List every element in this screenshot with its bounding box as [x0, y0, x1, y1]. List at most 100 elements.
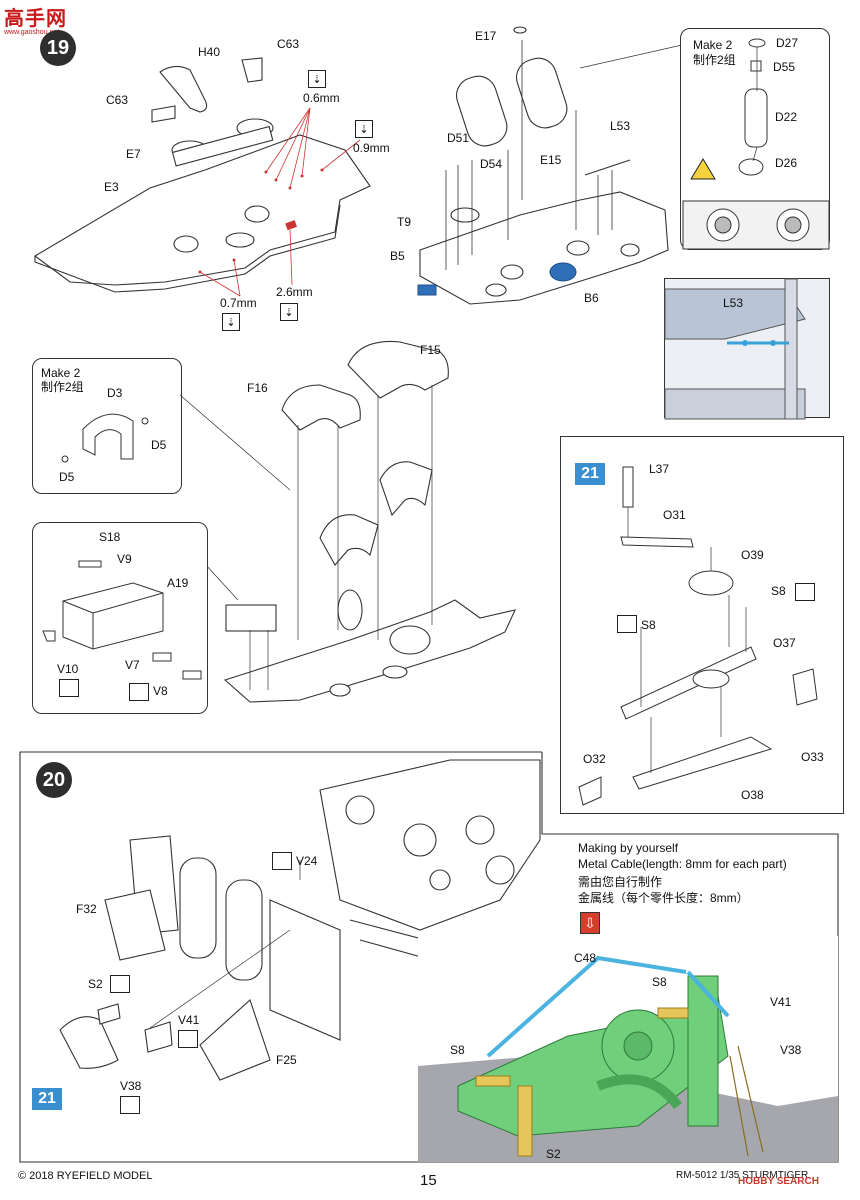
photo-label-s2: S2: [546, 1147, 561, 1161]
cut-icon-s8-left: [617, 615, 637, 633]
site-logo: 高手网 www.gaoshou.net: [4, 2, 70, 36]
make2-detail-box-left: Make 2 制作2组 D3 D5 D5: [32, 358, 182, 494]
photo-label-c48: C48: [574, 951, 597, 965]
engine-deck-assembly-drawing: [59, 759, 541, 1081]
o37-assembly-drawing: [578, 466, 818, 806]
cable-note-line2: Metal Cable(length: 8mm for each part): [578, 857, 787, 871]
cable-note-line3: 需由您自行制作: [578, 875, 663, 889]
cable-note-line1: Making by yourself: [578, 841, 679, 855]
label-d22: D22: [775, 110, 798, 124]
label-f15: F15: [420, 343, 441, 357]
label-v41: V41: [178, 1013, 200, 1027]
footer-watermark: HOBBY SEARCH: [738, 1176, 819, 1187]
cut-icon-s2: [110, 975, 130, 993]
label-d54: D54: [480, 157, 503, 171]
drill-icon-06: ⇣: [308, 70, 326, 88]
cut-icon-v41: [178, 1030, 198, 1048]
step-21-box: 21 L37 O31 O39 S8 S8 O37 O32 O33 O38: [560, 436, 844, 814]
photo-label-s8-left: S8: [450, 1043, 465, 1057]
label-c63-left: C63: [106, 93, 129, 107]
make2-detail-box-top: Make 2 制作2组 D27 D55 D22 D26: [680, 28, 830, 250]
step-19-number: 19: [40, 30, 76, 66]
label-d51: D51: [447, 131, 470, 145]
drill-icon-09: ⇣: [355, 120, 373, 138]
label-d26: D26: [775, 156, 798, 170]
logo-subtext: www.gaoshou.net: [4, 29, 60, 36]
label-l53-inset: L53: [723, 296, 744, 310]
label-o37: O37: [773, 636, 796, 650]
footer-product-code: RM-5012 1/35 STURMTIGER: [676, 1170, 809, 1181]
photo-label-s8-top: S8: [652, 975, 667, 989]
label-d3: D3: [107, 386, 123, 400]
label-e3: E3: [104, 180, 119, 194]
label-l53-main: L53: [610, 119, 631, 133]
label-o38: O38: [741, 788, 764, 802]
label-09mm: 0.9mm: [353, 141, 390, 155]
cut-icon-v8: [129, 683, 149, 701]
cut-icon-v38: [120, 1096, 140, 1114]
make2-title-cn: 制作2组: [693, 53, 736, 67]
cable-warning-icon: ⇩: [580, 912, 600, 934]
right-chassis-assembly-drawing: [417, 26, 683, 305]
cut-icon-s8-right: [795, 583, 815, 601]
make2-left-title: Make 2: [41, 366, 81, 380]
label-o32: O32: [583, 752, 606, 766]
label-f16: F16: [247, 381, 268, 395]
make2-left-title-cn: 制作2组: [41, 380, 84, 394]
label-06mm: 0.6mm: [303, 91, 340, 105]
label-v38: V38: [120, 1079, 142, 1093]
label-b6: B6: [584, 291, 599, 305]
label-v9: V9: [117, 552, 132, 566]
footer-page-number: 15: [420, 1172, 437, 1189]
cut-icon-v24: [272, 852, 292, 870]
step-20-frame: [19, 751, 839, 1163]
label-07mm: 0.7mm: [220, 296, 257, 310]
make2-title: Make 2: [693, 38, 733, 52]
label-e17: E17: [475, 29, 497, 43]
label-f25: F25: [276, 1053, 297, 1067]
label-d5-left: D5: [59, 470, 75, 484]
l53-inset-photo: L53: [664, 278, 830, 420]
drill-icon-07: ⇣: [222, 313, 240, 331]
a19-detail-box: S18 V9 A19 V10 V7 V8: [32, 522, 208, 714]
logo-text: 高手网: [4, 8, 67, 30]
label-h40: H40: [198, 45, 221, 59]
d22-assembly-drawing: [682, 38, 830, 250]
label-d5-right: D5: [151, 438, 167, 452]
e3-chassis-plate-drawing: [34, 57, 371, 297]
label-d27: D27: [776, 36, 799, 50]
label-e7: E7: [126, 147, 141, 161]
step-20-number: 20: [36, 762, 72, 798]
drill-icon-26: ⇣: [280, 303, 298, 321]
label-s18: S18: [99, 530, 121, 544]
label-v10: V10: [57, 662, 79, 676]
label-b5: B5: [390, 249, 405, 263]
label-s8-left: S8: [641, 618, 656, 632]
cable-reference-photo: C48 S8 V41 S8 V38 S2: [418, 936, 838, 1162]
label-s2: S2: [88, 977, 103, 991]
footer-copyright: © 2018 RYEFIELD MODEL: [18, 1170, 153, 1182]
label-v8: V8: [153, 684, 168, 698]
a19-box-drawing: [42, 560, 202, 680]
label-v7: V7: [125, 658, 140, 672]
label-a19: A19: [167, 576, 189, 590]
cable-note-line4: 金属线（每个零件长度：8mm）: [578, 891, 749, 905]
d3-bracket-drawing: [61, 413, 149, 463]
photo-label-v38: V38: [780, 1043, 802, 1057]
label-o39: O39: [741, 548, 764, 562]
label-o33: O33: [801, 750, 824, 764]
label-e15: E15: [540, 153, 562, 167]
label-d55: D55: [773, 60, 796, 74]
photo-label-v41: V41: [770, 995, 792, 1009]
label-l37: L37: [649, 462, 670, 476]
label-f32: F32: [76, 902, 97, 916]
label-t9: T9: [397, 215, 412, 229]
label-v24: V24: [296, 854, 318, 868]
fender-chassis-assembly-drawing: [179, 340, 516, 703]
cut-icon-v10: [59, 679, 79, 697]
label-s8-right: S8: [771, 584, 786, 598]
label-c63-top: C63: [277, 37, 300, 51]
label-26mm: 2.6mm: [276, 285, 313, 299]
l53-inset-drawing: [664, 278, 806, 420]
step-20-ref-21: 21: [32, 1088, 62, 1110]
